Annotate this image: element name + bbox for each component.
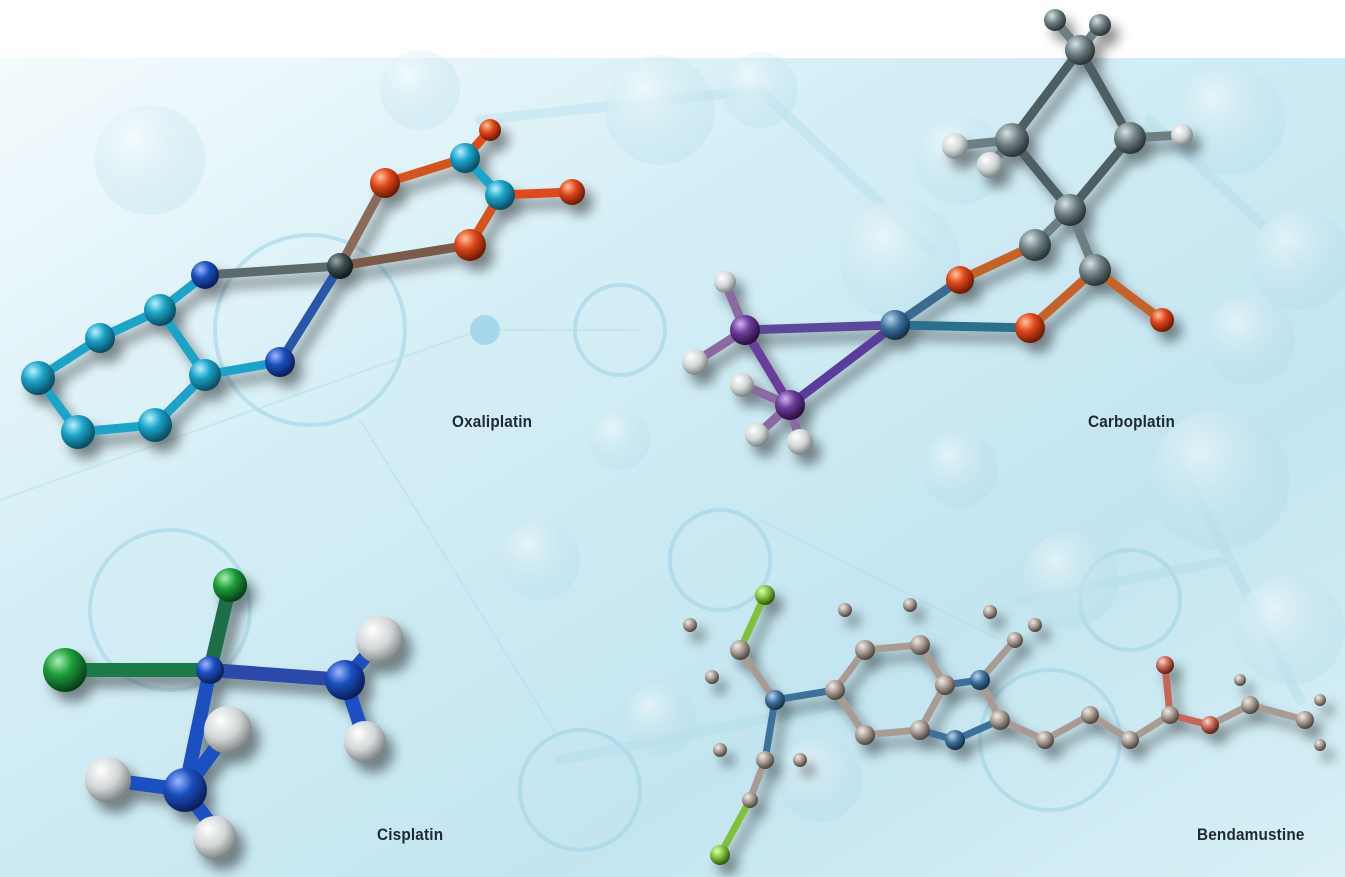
oxaliplatin-label: Oxaliplatin	[452, 412, 533, 431]
cisplatin-label: Cisplatin	[377, 825, 444, 844]
oxaliplatin-molecule	[21, 119, 585, 449]
background	[0, 58, 1345, 877]
bendamustine-molecule	[683, 585, 1326, 865]
bendamustine-label: Bendamustine	[1197, 825, 1305, 844]
carboplatin-label: Carboplatin	[1088, 412, 1175, 431]
background-molecules	[0, 50, 1345, 852]
cisplatin-molecule	[43, 568, 404, 860]
carboplatin-molecule	[682, 9, 1193, 455]
